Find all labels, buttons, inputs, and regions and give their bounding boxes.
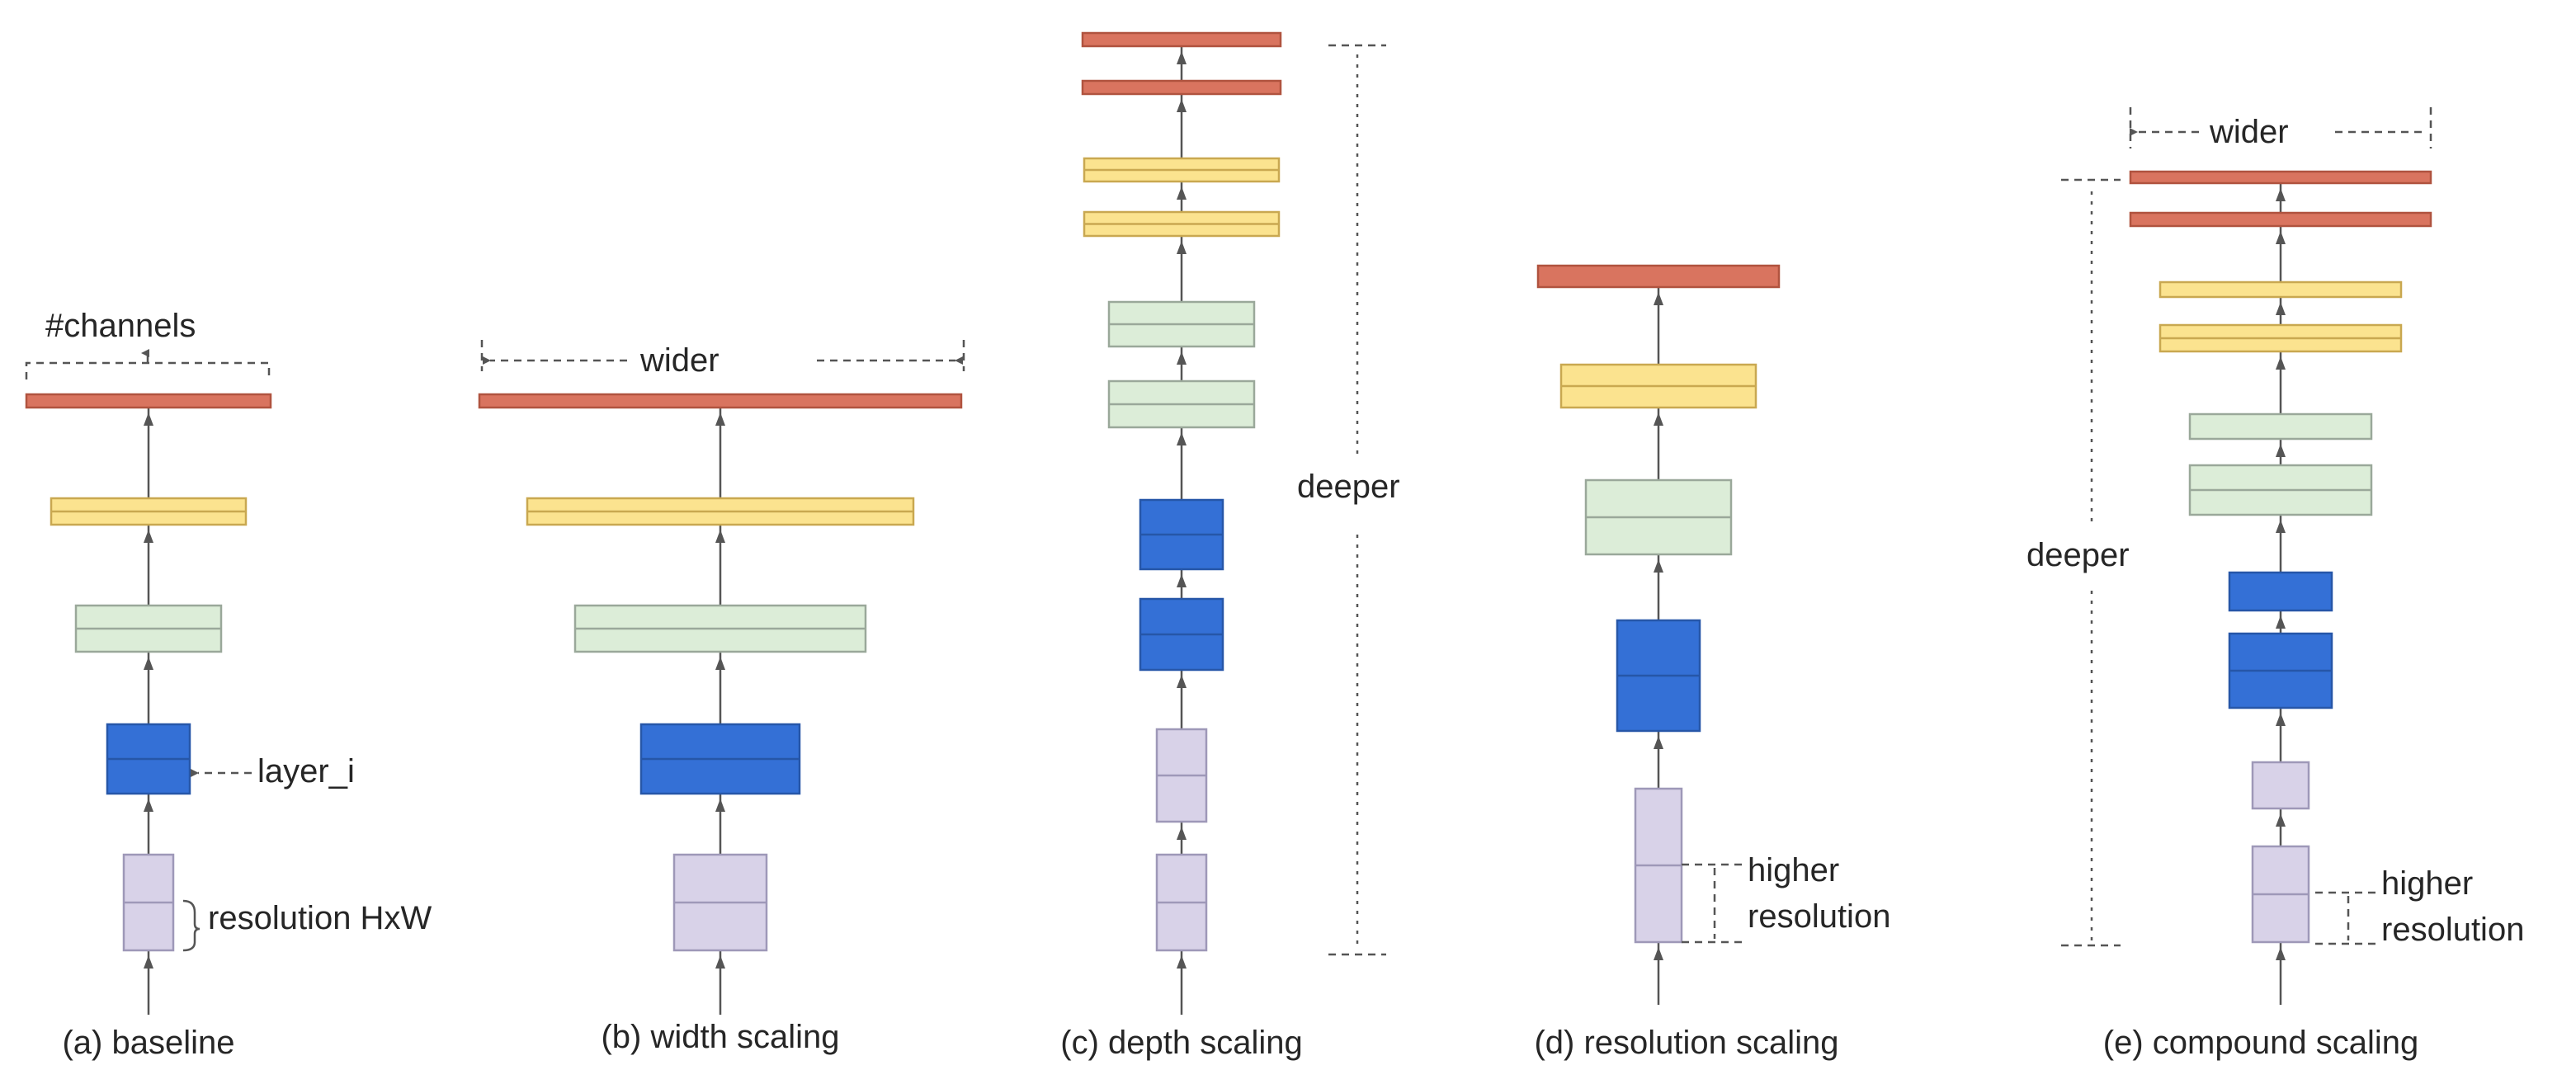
- red-layer-block: [1081, 79, 1282, 96]
- panel-baseline: [25, 393, 272, 1015]
- wider-label-e: wider: [2209, 114, 2289, 150]
- red-layer-block: [2129, 211, 2432, 228]
- flow-arrowhead: [1177, 955, 1187, 969]
- flow-arrowhead: [2276, 947, 2286, 960]
- panel-depth-scaling: [1081, 31, 1282, 1015]
- flow-arrowhead: [715, 799, 725, 812]
- flow-arrowhead: [1177, 186, 1187, 200]
- flow-arrowhead: [1654, 412, 1663, 426]
- flow-arrowhead: [1177, 51, 1187, 64]
- flow-arrowhead: [1177, 574, 1187, 587]
- flow-arrowhead: [2276, 356, 2286, 370]
- flow-arrowhead: [2276, 520, 2286, 533]
- flow-arrowhead: [144, 657, 153, 670]
- flow-arrowhead: [144, 412, 153, 426]
- channels-label: #channels: [45, 308, 196, 344]
- panel-width-scaling: [478, 393, 963, 1015]
- blue-layer-block: [2228, 571, 2333, 612]
- flow-arrowhead: [1177, 675, 1187, 688]
- flow-arrowhead: [2276, 188, 2286, 201]
- flow-arrowhead: [1654, 947, 1663, 960]
- red-layer-block: [2129, 170, 2432, 185]
- caption-depth-scaling: (c) depth scaling: [1060, 1025, 1302, 1061]
- flow-arrowhead: [715, 955, 725, 969]
- resolution-label-e: resolution: [2381, 912, 2524, 948]
- caption-compound-scaling: (e) compound scaling: [2103, 1025, 2418, 1061]
- caption-resolution-scaling: (d) resolution scaling: [1534, 1025, 1838, 1061]
- purple-layer-block: [2251, 761, 2310, 810]
- yellow-layer-block: [2158, 280, 2403, 299]
- red-layer-block: [25, 393, 272, 409]
- green-layer-block: [2188, 412, 2373, 441]
- flow-arrowhead: [715, 657, 725, 670]
- flow-arrowhead: [144, 799, 153, 812]
- layer-label: layer_i: [257, 753, 355, 789]
- red-layer-block: [1081, 31, 1282, 48]
- flow-arrowhead: [1177, 241, 1187, 254]
- red-layer-block: [478, 393, 963, 409]
- panel-resolution-scaling: [1536, 264, 1781, 1005]
- channels-bracket: [25, 361, 271, 379]
- higher-label-d: higher: [1748, 852, 1839, 888]
- deeper-label-e: deeper: [2026, 537, 2130, 573]
- flow-arrowhead: [144, 955, 153, 969]
- flow-arrowhead: [1177, 432, 1187, 445]
- wider-label-b: wider: [639, 342, 719, 379]
- flow-arrowhead: [2276, 444, 2286, 457]
- flow-arrowhead: [2276, 713, 2286, 726]
- flow-arrowhead: [1177, 351, 1187, 365]
- flow-arrowhead: [2276, 231, 2286, 244]
- flow-arrowhead: [1654, 292, 1663, 305]
- red-layer-block: [1536, 264, 1781, 289]
- resolution-label-d: resolution: [1748, 898, 1890, 935]
- caption-width-scaling: (b) width scaling: [601, 1019, 839, 1055]
- flow-arrowhead: [1177, 99, 1187, 112]
- flow-arrowhead: [1177, 827, 1187, 840]
- resolution-brace: [182, 899, 201, 952]
- deeper-label-c: deeper: [1297, 469, 1400, 505]
- caption-baseline: (a) baseline: [62, 1025, 234, 1061]
- higher-label-e: higher: [2381, 865, 2473, 902]
- flow-arrowhead: [715, 530, 725, 543]
- panel-compound-scaling: [2129, 170, 2432, 1005]
- resolution-hw-label: resolution HxW: [208, 900, 432, 936]
- flow-arrowhead: [2276, 813, 2286, 827]
- flow-arrowhead: [1654, 736, 1663, 749]
- flow-arrowhead: [1654, 559, 1663, 573]
- flow-arrowhead: [2276, 615, 2286, 629]
- flow-arrowhead: [144, 530, 153, 543]
- flow-arrowhead: [715, 412, 725, 426]
- flow-arrowhead: [2276, 302, 2286, 315]
- annotation-guides: [25, 44, 2432, 956]
